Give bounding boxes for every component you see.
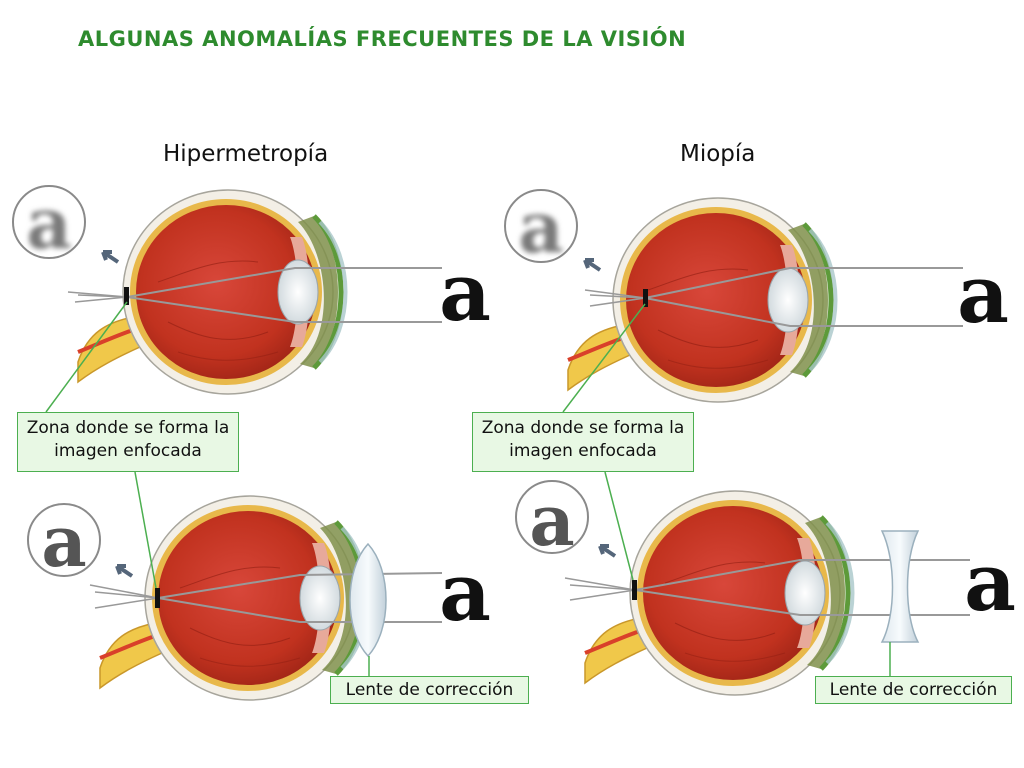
eye-myopia-corrected [564, 491, 970, 695]
eye-hyperopia-corrected [89, 496, 443, 700]
callout-focus-zone-left: Zona donde se forma la imagen enfocada [17, 412, 239, 472]
svg-text:a: a [41, 500, 86, 583]
svg-text:a: a [518, 186, 563, 269]
object-letter-top-right: a [957, 247, 1009, 341]
leader-line [604, 471, 634, 581]
letter-circle-bottom-left: a [27, 500, 101, 583]
convex-correction-lens [349, 542, 387, 658]
heading-hipermetropia: Hipermetropía [163, 141, 329, 167]
leader-line [562, 303, 646, 413]
blurred-letter-circle-top-left: a [12, 182, 86, 265]
object-letter-top-left: a [439, 245, 491, 339]
label-correction-lens-right: Lente de corrección [815, 676, 1012, 704]
eye-myopia-uncorrected [568, 198, 963, 402]
callout-focus-zone-right: Zona donde se forma la imagen enfocada [472, 412, 694, 472]
label-correction-lens-left: Lente de corrección [330, 676, 529, 704]
arrow-icon [115, 564, 134, 578]
blurred-letter-circle-top-right: a [504, 186, 578, 269]
page-title: ALGUNAS ANOMALÍAS FRECUENTES DE LA VISIÓ… [78, 27, 687, 51]
concave-correction-lens [880, 530, 920, 643]
leader-line [134, 471, 157, 589]
letter-circle-bottom-right: a [515, 479, 589, 562]
svg-text:a: a [26, 182, 71, 265]
object-letter-bottom-left: a [439, 545, 491, 639]
arrow-icon [101, 250, 120, 264]
object-letter-bottom-right: a [964, 535, 1016, 629]
arrow-icon [583, 258, 602, 272]
svg-text:a: a [529, 479, 574, 562]
heading-miopia: Miopía [680, 141, 756, 167]
arrow-icon [598, 544, 617, 558]
leader-line [45, 301, 128, 413]
eye-hyperopia-uncorrected [67, 190, 442, 394]
